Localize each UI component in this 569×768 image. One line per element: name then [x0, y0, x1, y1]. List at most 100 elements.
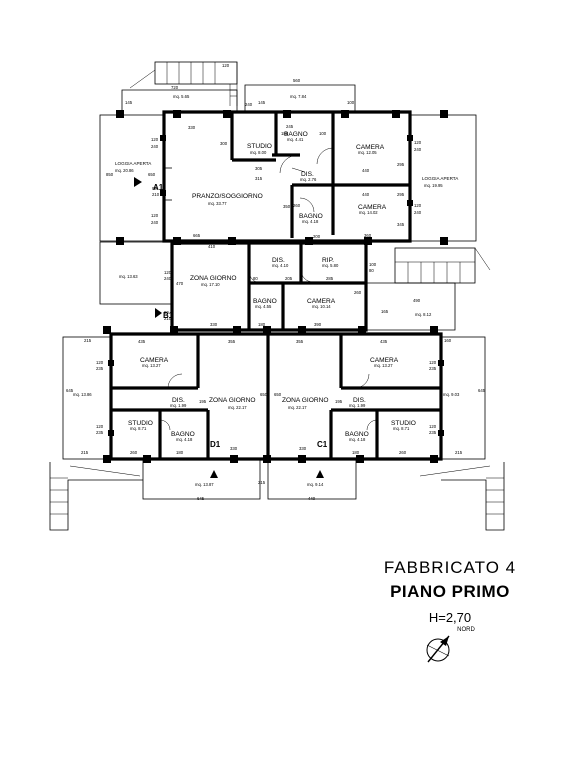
lower-block-walls: [62, 332, 486, 461]
room-area: mq. 5.80: [322, 263, 339, 268]
dimension: 295: [397, 162, 405, 167]
dimension: 345: [397, 222, 405, 227]
dimension: 240: [414, 147, 422, 152]
dimension: 165: [381, 309, 389, 314]
room-name: CAMERA: [307, 298, 336, 305]
dimension: 195: [335, 399, 343, 404]
room-area: mq. 12.05: [358, 150, 377, 155]
title-block: FABBRICATO 4 PIANO PRIMO H=2,70 NORD: [370, 558, 530, 633]
dimension: 260: [354, 290, 362, 295]
dimension: 330: [188, 125, 196, 130]
room-name: CAMERA: [370, 357, 399, 364]
dimension: 240: [151, 144, 159, 149]
dimension: 240: [245, 102, 253, 107]
room-area: mq. 8.71: [130, 426, 147, 431]
room-area: mq. 13.27: [374, 363, 393, 368]
room-name: DIS.: [353, 397, 366, 404]
room-area: mq. 2.76: [300, 177, 317, 182]
top-left-stair: [129, 61, 238, 106]
room-name: LOGGIA APERTA: [115, 161, 152, 166]
room-area: mq. 10.14: [312, 304, 331, 309]
area-label: mq. 9.14: [307, 482, 324, 487]
upper-block-walls: [99, 110, 477, 243]
room-name: BAGNO: [345, 431, 369, 438]
room-name: ZONA GIORNO: [209, 397, 256, 404]
room-area: mq. 1.99: [170, 403, 187, 408]
dimension: 315: [255, 176, 263, 181]
room-name: CAMERA: [356, 144, 385, 151]
dimension: 330: [299, 446, 307, 451]
dimension: 410: [208, 244, 216, 249]
dimension: 120: [96, 360, 104, 365]
room-name: DIS.: [301, 171, 314, 178]
room-name: STUDIO: [128, 420, 153, 427]
room-area: mq. 19.95: [424, 183, 443, 188]
dimension: 665: [193, 233, 201, 238]
unit-label-a1: A1: [153, 183, 164, 192]
middle-block-walls: [99, 241, 456, 332]
dimension: 80: [253, 276, 258, 281]
building-title: FABBRICATO 4: [383, 558, 517, 577]
room-name: BAGNO: [299, 213, 323, 220]
room-area: mq. 33.77: [208, 201, 227, 206]
room-area: mq. 8.00: [250, 150, 267, 155]
dimension: 120: [151, 213, 159, 218]
dimension: 440: [362, 168, 370, 173]
dimension: 210: [152, 192, 160, 197]
dimension: 215: [81, 450, 89, 455]
dimension: 650: [274, 392, 282, 397]
dimension: 120: [96, 424, 104, 429]
dimension: 120: [222, 63, 230, 68]
dimension: 390: [314, 322, 322, 327]
room-name: CAMERA: [140, 357, 169, 364]
room-area: mq. 4.18: [176, 437, 193, 442]
dimension: 295: [397, 192, 405, 197]
unit-label-b1: B1: [163, 311, 174, 320]
room-name: PRANZO/SOGGIORNO: [192, 193, 263, 200]
room-area: mq. 8.71: [393, 426, 410, 431]
dimension: 205: [285, 276, 293, 281]
area-label: mq. 5.65: [173, 94, 190, 99]
dimension: 355: [228, 339, 236, 344]
ceiling-height: H=2,70: [428, 610, 472, 625]
dimension: 235: [96, 430, 104, 435]
dimension: 435: [380, 339, 388, 344]
dimension: 215: [84, 338, 92, 343]
room-name: ZONA GIORNO: [282, 397, 329, 404]
area-label: mq. 9.03: [443, 392, 460, 397]
dimension: 145: [125, 100, 133, 105]
pillars: [103, 110, 448, 463]
dimension: 645: [66, 388, 74, 393]
dimension: 285: [326, 276, 334, 281]
area-label: mq. 13.63: [119, 274, 138, 279]
dimension: 145: [258, 100, 266, 105]
area-label: mq. 7.84: [290, 94, 307, 99]
dimension: 100: [369, 262, 377, 267]
dimension: 850: [106, 172, 114, 177]
dimension: 240: [164, 276, 172, 281]
room-name: ZONA GIORNO: [190, 275, 237, 282]
dimension: 120: [414, 203, 422, 208]
dimension: 120: [164, 270, 172, 275]
dimension: 180: [258, 322, 266, 327]
dimension: 210: [164, 316, 172, 321]
dimension: 235: [429, 430, 437, 435]
dimension: 100: [347, 100, 355, 105]
dimension: 440: [308, 496, 316, 501]
dimension: 240: [151, 220, 159, 225]
dimension: 195: [199, 399, 207, 404]
right-stair: [394, 247, 491, 284]
room-name: STUDIO: [247, 143, 272, 150]
dimension: 560: [293, 78, 301, 83]
dimension: 490: [413, 298, 421, 303]
area-label: mq. 8.12: [415, 312, 432, 317]
room-area: mq. 17.10: [201, 282, 220, 287]
dimension: 80: [369, 268, 374, 273]
dimension: 260: [399, 450, 407, 455]
dimension: 330: [210, 322, 218, 327]
floor-title: PIANO PRIMO: [390, 582, 510, 601]
dimension: 235: [429, 366, 437, 371]
dimension: 300: [220, 141, 228, 146]
dimension: 245: [286, 124, 294, 129]
dimension: 470: [176, 281, 184, 286]
